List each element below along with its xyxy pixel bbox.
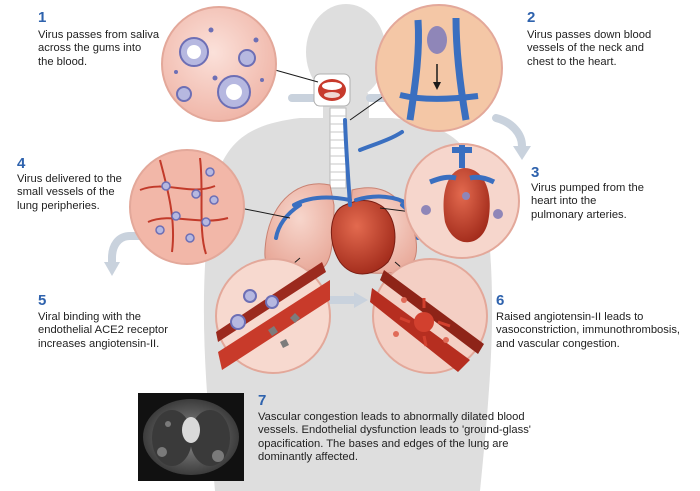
step-3-line: pulmonary arteries. (531, 208, 627, 221)
step-3-line: heart into the (531, 195, 597, 208)
step-3-line: Virus pumped from the (531, 182, 644, 194)
step-7-line: dominantly affected. (258, 451, 358, 464)
step-6-number: 6 (496, 292, 505, 309)
circle-immunothrombosis (370, 258, 488, 374)
step-1-number: 1 (38, 9, 47, 26)
step-4-line: small vessels of the (17, 186, 115, 199)
step-4-number: 4 (17, 155, 26, 172)
step-2-number: 2 (527, 9, 536, 26)
step-1-line: Virus passes from saliva (38, 29, 160, 41)
arrow-head-icon (354, 292, 368, 308)
step-1-text: Virus passes from saliva across the gums… (38, 29, 159, 69)
step-5-text: Viral binding with the endothelial ACE2 … (38, 311, 168, 351)
step-6-line: and vascular congestion. (496, 337, 620, 350)
step-2-text: Virus passes down blood vessels of the n… (527, 29, 651, 69)
step-7-number: 7 (258, 392, 267, 409)
step-5-number: 5 (38, 292, 47, 309)
step-4-line: lung peripheries. (17, 199, 100, 212)
step-3-number: 3 (531, 164, 540, 181)
trachea (329, 107, 347, 189)
arrow-head-icon (513, 146, 531, 160)
step-2-line: Virus passes down blood (527, 29, 652, 41)
step-6-line: vasoconstriction, immunothrombosis, (496, 324, 681, 337)
step-5-line: Viral binding with the (38, 311, 142, 323)
step-6-text: Raised angiotensin-II leads to vasoconst… (496, 311, 680, 351)
step-2-line: chest to the heart. (527, 55, 617, 68)
step-5-line: endothelial ACE2 receptor (38, 324, 168, 337)
step-1-line: across the gums into (38, 42, 142, 55)
step-2-line: vessels of the neck and (527, 42, 644, 55)
step-7-line: Vascular congestion leads to abnormally … (258, 411, 525, 423)
step-7-line: opacification. The bases and edges of th… (258, 437, 509, 450)
mouth-inset (313, 73, 351, 107)
step-7-line: vessels. Endothelial dysfunction leads t… (258, 424, 531, 437)
circle-ace2-binding (215, 258, 331, 374)
step-3-text: Virus pumped from the heart into the pul… (531, 182, 644, 222)
step-5-line: increases angiotensin-II. (38, 337, 160, 350)
step-4-text: Virus delivered to the small vessels of … (17, 173, 122, 213)
step-1-line: the blood. (38, 55, 88, 68)
circle-lung-periphery (129, 149, 245, 265)
step-4-line: Virus delivered to the (17, 173, 122, 185)
heart (330, 200, 396, 275)
circle-saliva-virus (161, 6, 277, 122)
circle-neck-vessels (375, 4, 503, 132)
step-7-text: Vascular congestion leads to abnormally … (258, 411, 531, 465)
step-6-line: Raised angiotensin-II leads to (496, 311, 644, 323)
arrow-head-icon (104, 262, 120, 276)
circle-heart-arteries (404, 143, 520, 259)
ct-scan-image (138, 393, 244, 481)
